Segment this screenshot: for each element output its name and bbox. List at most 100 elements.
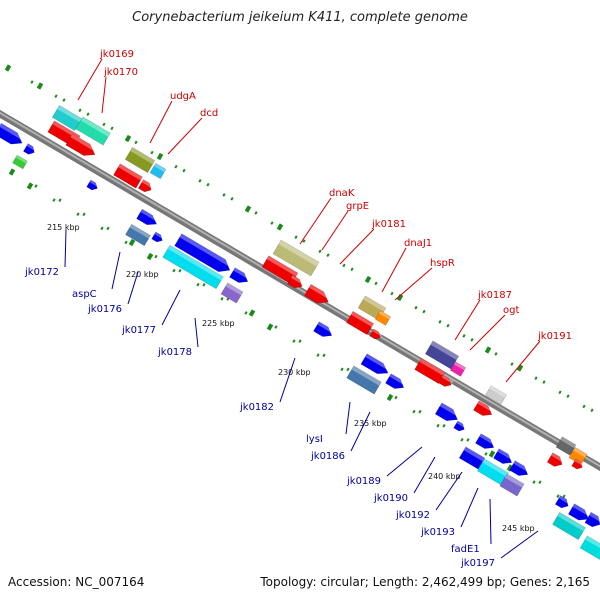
tick-mark [516,364,524,372]
leader-line [194,317,199,348]
gene-feature [149,162,167,180]
kbp-label: 235 kbp [354,419,387,428]
gene-label-bottom: lysI [306,434,323,445]
tick-mark [106,226,110,231]
leader-line [413,456,436,494]
gene-feature [304,283,332,304]
tick-mark [538,480,542,484]
gene-label-top: dcd [200,108,218,119]
gene-label-top: ogt [503,305,519,316]
gene-feature [434,402,461,421]
gene-feature [151,231,165,243]
gene-label-bottom: jk0193 [420,527,455,538]
tick-mark [128,238,136,247]
tick-mark [460,438,464,442]
gene-label-bottom: aspC [72,289,97,300]
tick-mark [386,393,394,402]
tick-mark [350,267,354,272]
leader-line [167,117,203,155]
tick-mark [442,424,446,428]
gene-label-bottom: jk0172 [24,267,59,278]
tick-mark [30,80,34,84]
tick-mark [466,438,470,442]
tick-mark [196,282,200,287]
gene-feature [346,365,382,395]
leader-line [460,487,479,528]
gene-label-bottom: jk0182 [239,402,274,413]
tick-mark [562,494,566,499]
tick-mark [396,293,404,302]
tick-mark [566,394,570,398]
gene-label-bottom: jk0189 [346,476,381,487]
gene-feature [0,122,26,145]
gene-feature [485,385,507,405]
tick-mark [36,82,44,90]
gene-feature [458,446,486,470]
leader-line [345,401,351,435]
kbp-label: 220 kbp [126,270,159,279]
tick-mark [198,179,202,183]
tick-mark [302,239,306,243]
gene-feature [509,460,531,476]
tick-mark [510,362,514,366]
leader-line [101,76,107,114]
gene-label-bottom: jk0197 [460,558,495,569]
tick-mark [150,150,154,155]
gene-feature [473,400,495,416]
leader-line [77,58,103,101]
gene-feature [385,373,407,389]
gene-feature [555,436,577,456]
tick-mark [254,211,258,215]
leader-line [161,289,181,326]
tick-mark [134,140,138,145]
tick-mark [244,311,248,315]
tick-mark [178,268,182,273]
tick-mark [102,122,106,127]
gene-label-bottom: jk0176 [87,304,122,315]
gene-feature [174,233,234,272]
gene-label-top: jk0181 [371,219,406,230]
tick-mark [418,409,422,414]
gene-label-top: dnaK [329,188,355,199]
tick-mark [156,152,164,161]
gene-feature [449,361,467,377]
gene-feature [414,357,446,385]
leader-line [454,299,481,341]
tick-mark [54,94,58,98]
leader-line [64,229,67,268]
gene-label-top: grpE [346,201,369,212]
tick-mark [78,108,82,113]
accession-text: Accession: NC_007164 [8,575,145,589]
gene-feature [229,267,251,283]
tick-mark [248,309,256,317]
tick-mark [222,193,226,197]
tick-mark [124,240,128,245]
tick-mark [182,168,186,173]
tick-mark [322,353,326,358]
gene-feature [571,458,585,470]
leader-line [149,100,173,144]
tick-mark [422,309,426,314]
tick-mark [582,404,586,409]
tick-mark [82,212,86,217]
tick-mark [316,353,320,357]
tick-mark [446,323,450,328]
tick-mark [484,346,492,354]
leader-line [435,471,463,511]
leader-line [469,314,506,351]
tick-mark [4,64,12,72]
tick-mark [202,283,206,287]
tick-mark [364,275,372,284]
tick-mark [266,323,274,331]
tick-mark [274,325,278,329]
gene-label-top: hspR [430,258,455,269]
gene-feature [546,452,565,467]
tick-mark [34,184,38,188]
leader-line [127,271,139,305]
gene-feature [567,503,592,521]
gene-label-top: jk0170 [103,67,138,78]
tick-mark [318,249,322,254]
leader-line [394,267,433,301]
